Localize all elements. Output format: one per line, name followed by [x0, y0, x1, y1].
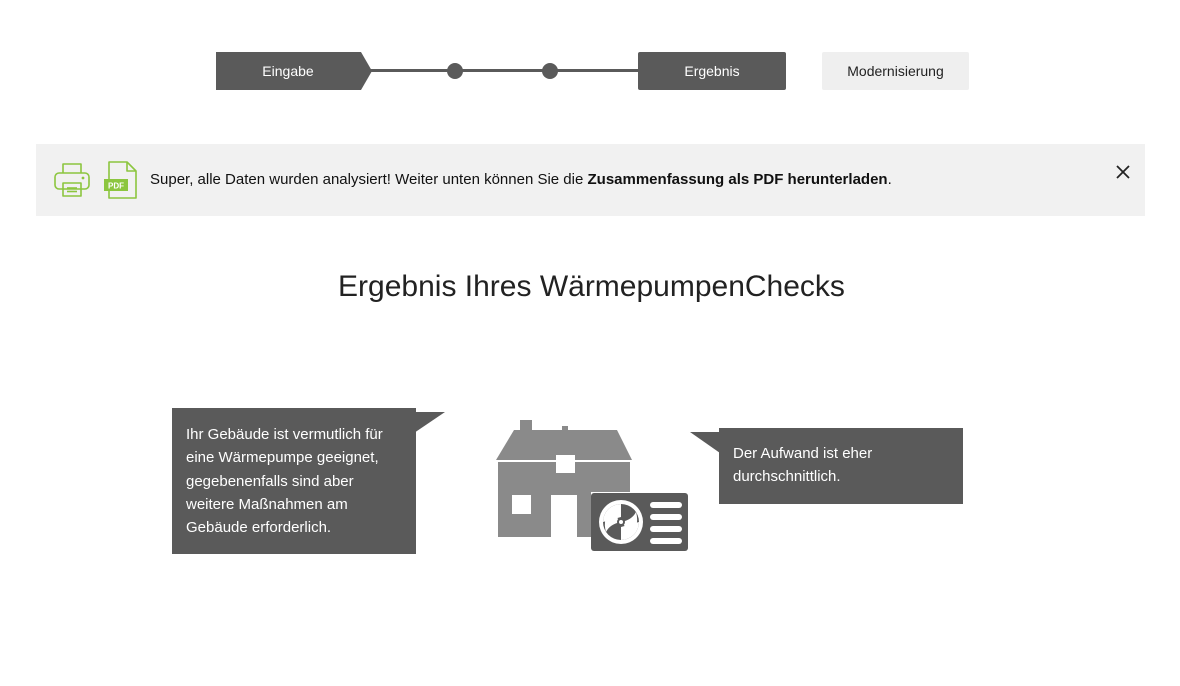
notice-pdf-link[interactable]: Zusammenfassung als PDF herunterladen — [587, 171, 888, 188]
printer-icon[interactable] — [52, 160, 92, 200]
bubble-left-tail — [414, 412, 445, 433]
pdf-badge-text: PDF — [108, 182, 124, 191]
step-ergebnis[interactable]: Ergebnis — [638, 52, 786, 90]
bubble-line: Ihr Gebäude ist vermutlich für — [186, 426, 383, 443]
result-bubble-suitability: Ihr Gebäude ist vermutlich für eine Wärm… — [172, 408, 416, 554]
bubble-line: Der Aufwand ist eher — [733, 445, 873, 462]
step-modernisierung-label: Modernisierung — [847, 63, 944, 79]
step-dot-3[interactable] — [542, 63, 558, 79]
bubble-line: weitere Maßnahmen am — [186, 495, 348, 513]
notice-text-prefix: Super, alle Daten wurden analysiert! Wei… — [150, 171, 588, 188]
result-bubble-effort: Der Aufwand ist eher durchschnittlich. — [719, 428, 963, 504]
close-icon[interactable] — [1112, 161, 1134, 183]
step-eingabe[interactable]: Eingabe — [216, 52, 372, 90]
step-eingabe-label: Eingabe — [262, 63, 314, 79]
progress-stepper: Eingabe Ergebnis Modernisierung — [0, 0, 1180, 120]
bubble-line: eine Wärmepumpe geeignet, — [186, 449, 379, 467]
pdf-icon[interactable]: PDF — [102, 160, 142, 200]
notice-banner: PDF Super, alle Daten wurden analysiert!… — [36, 144, 1145, 216]
notice-text-suffix: . — [887, 171, 892, 188]
bubble-right-tail — [690, 432, 720, 453]
house-heatpump-icon — [496, 420, 690, 554]
step-ergebnis-label: Ergebnis — [684, 63, 740, 79]
page-title: Ergebnis Ihres WärmepumpenChecks — [338, 270, 845, 303]
bubble-line: gegebenenfalls sind aber — [186, 472, 354, 490]
bubble-line: durchschnittlich. — [733, 468, 841, 486]
step-modernisierung[interactable]: Modernisierung — [822, 52, 969, 90]
step-dot-2[interactable] — [447, 63, 463, 79]
notice-message: Super, alle Daten wurden analysiert! Wei… — [150, 171, 892, 188]
bubble-line: Gebäude erforderlich. — [186, 519, 332, 537]
stepper-line — [360, 69, 642, 72]
